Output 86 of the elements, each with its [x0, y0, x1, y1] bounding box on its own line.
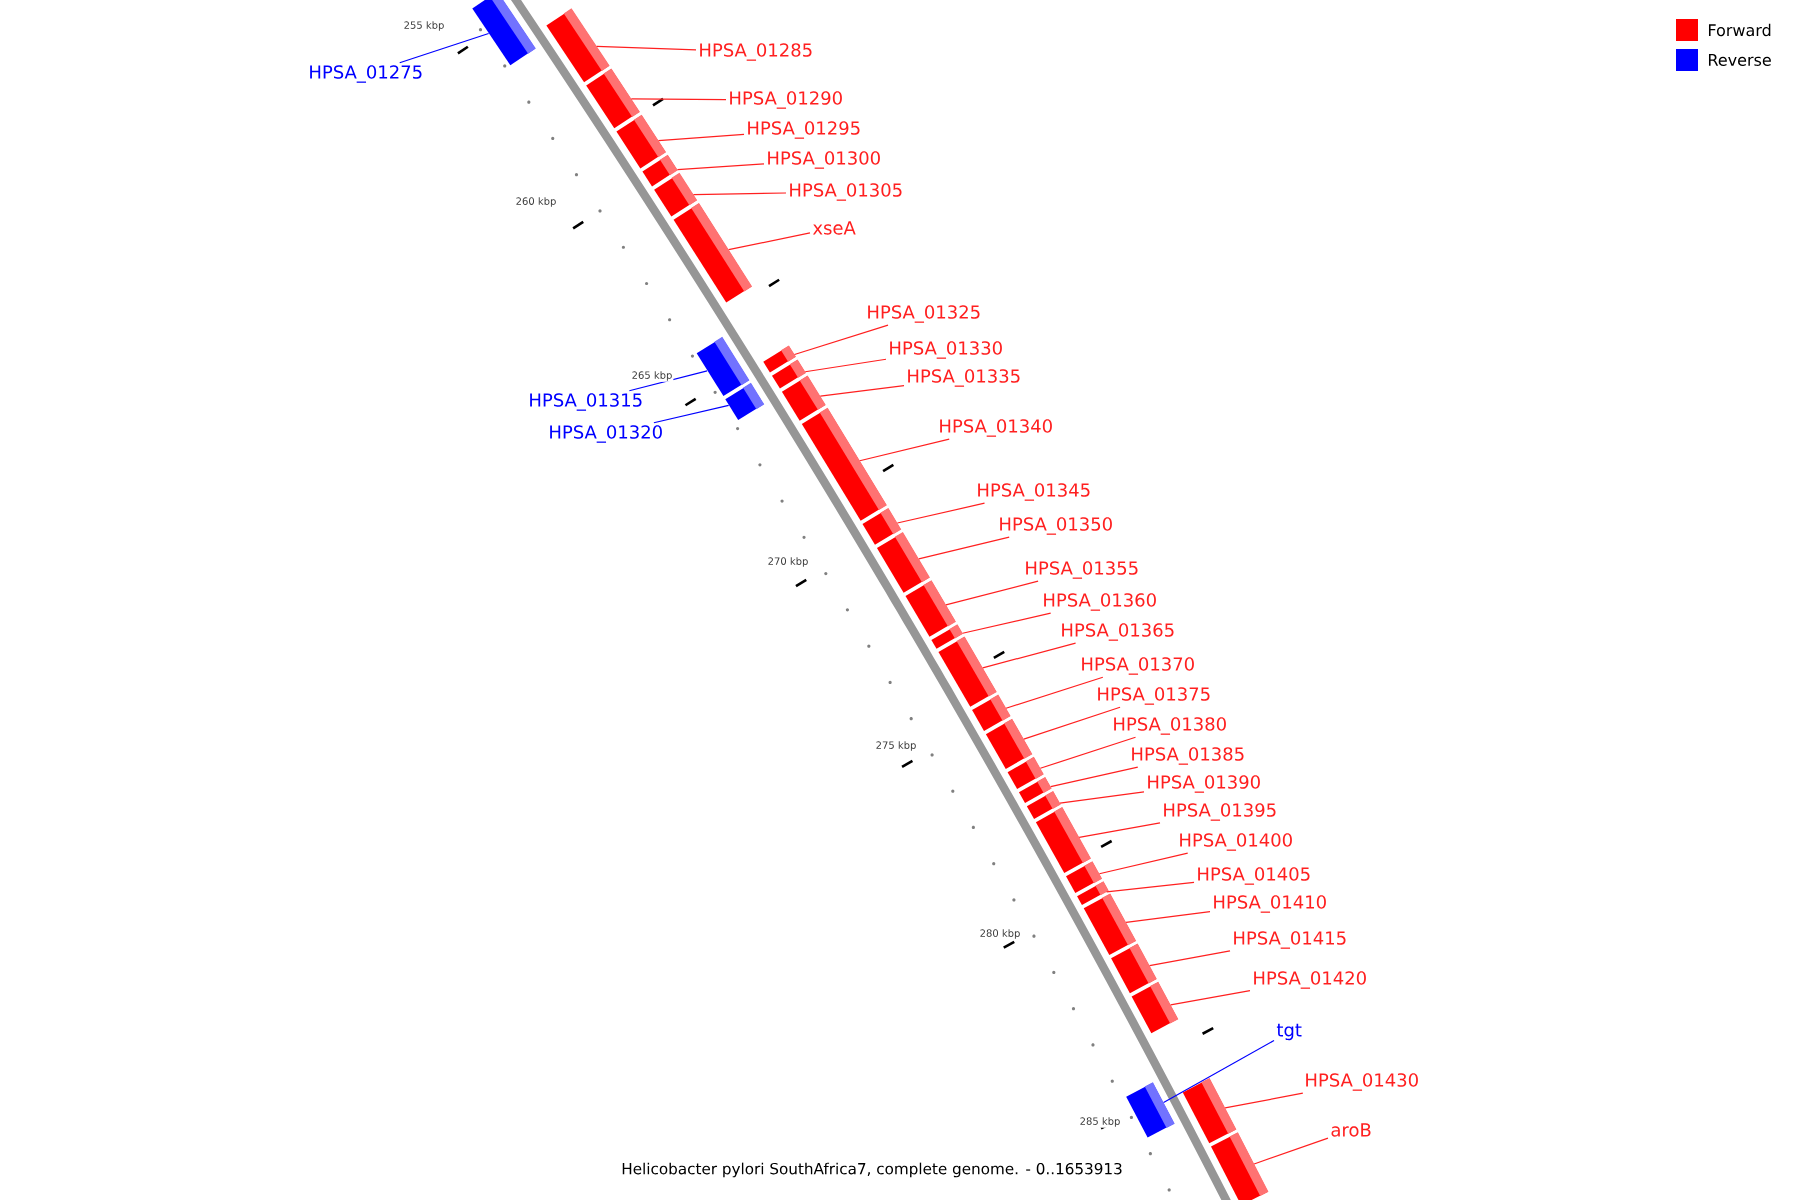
- leader-line: [945, 580, 1039, 606]
- leader-line: [1253, 1137, 1329, 1165]
- leader-line: [1163, 1039, 1275, 1104]
- gene-label: aroB: [1331, 1123, 1371, 1137]
- gene-label: HPSA_01340: [940, 419, 1052, 437]
- leader-line: [1098, 852, 1189, 875]
- gene-label: HPSA_01355: [1026, 561, 1138, 579]
- leader-line: [859, 438, 950, 462]
- gene-label: HPSA_01315: [530, 393, 642, 411]
- legend-label: Reverse: [1709, 54, 1771, 66]
- gene-block: [801, 407, 887, 521]
- leader-line: [1050, 766, 1139, 788]
- gene-label: HPSA_01320: [550, 425, 662, 443]
- gene-label: tgt: [1276, 1023, 1302, 1041]
- leader-line: [1039, 736, 1137, 769]
- gene-block: [616, 114, 667, 169]
- gene-label: HPSA_01390: [1148, 775, 1260, 793]
- leader-line: [657, 133, 745, 142]
- leader-line: [1170, 990, 1251, 1006]
- gene-block: [938, 636, 997, 707]
- gene-block: [725, 382, 765, 420]
- leader-line: [692, 192, 787, 196]
- gene-label: HPSA_01275: [310, 65, 422, 83]
- leader-line: [804, 358, 887, 373]
- gene-block: [1083, 893, 1137, 956]
- gene-label: HPSA_01405: [1198, 867, 1310, 885]
- leader-line: [728, 232, 811, 251]
- gene-block: [905, 580, 956, 637]
- gene-label: xseA: [812, 221, 856, 235]
- gene-block: [546, 8, 610, 83]
- gene-block: [654, 172, 698, 217]
- leader-line: [596, 45, 697, 51]
- gene-label: HPSA_01380: [1114, 717, 1226, 735]
- gene-block: [1182, 1078, 1237, 1144]
- gene-block: [696, 336, 750, 397]
- leader-line: [896, 502, 986, 524]
- gene-label: HPSA_01335: [908, 369, 1020, 387]
- leader-line: [630, 98, 727, 101]
- leader-line: [982, 642, 1077, 669]
- gene-block: [1035, 807, 1091, 874]
- leader-line: [676, 163, 765, 171]
- gene-label: HPSA_01420: [1254, 971, 1366, 989]
- gene-block: [472, 0, 536, 66]
- gene-label: HPSA_01385: [1132, 747, 1244, 765]
- gene-label: HPSA_01375: [1098, 687, 1210, 705]
- gene-label: HPSA_01345: [978, 483, 1090, 501]
- gene-label: HPSA_01290: [730, 91, 842, 109]
- leader-line: [962, 612, 1052, 634]
- gene-block: [1111, 943, 1157, 994]
- gene-label: HPSA_01300: [768, 151, 880, 169]
- gene-block: [1211, 1132, 1269, 1200]
- leader-line: [628, 370, 708, 392]
- leader-line: [1059, 791, 1145, 804]
- gene-block: [1126, 1082, 1175, 1138]
- leader-line: [1106, 881, 1195, 893]
- leader-line: [1125, 911, 1211, 923]
- gene-label: HPSA_01330: [890, 341, 1002, 359]
- gene-label: HPSA_01285: [700, 43, 812, 61]
- gene-block: [972, 694, 1011, 731]
- gene-block: [673, 203, 753, 303]
- gene-label: HPSA_01415: [1234, 931, 1346, 949]
- leader-line: [918, 536, 1010, 560]
- leader-line: [793, 324, 889, 356]
- gene-block: [1131, 981, 1179, 1034]
- gene-label: HPSA_01400: [1180, 833, 1292, 851]
- gene-label: HPSA_01370: [1082, 657, 1194, 675]
- leader-line: [819, 384, 905, 397]
- gene-block: [876, 532, 930, 593]
- leader-line: [1149, 950, 1231, 967]
- gene-label: HPSA_01365: [1062, 623, 1174, 641]
- gene-label: HPSA_01430: [1306, 1073, 1418, 1091]
- leader-line: [1005, 676, 1104, 709]
- gene-label: HPSA_01410: [1214, 895, 1326, 913]
- gene-block: [586, 68, 640, 129]
- gene-label: HPSA_01350: [1000, 517, 1112, 535]
- gene-label: HPSA_01305: [790, 183, 902, 201]
- leader-line: [1224, 1092, 1304, 1109]
- leader-line: [1078, 822, 1161, 839]
- gene-label: HPSA_01295: [748, 121, 860, 139]
- gene-label: HPSA_01325: [868, 305, 980, 323]
- gene-label: HPSA_01360: [1044, 593, 1156, 611]
- leader-line: [653, 404, 730, 424]
- gene-label: HPSA_01395: [1164, 803, 1276, 821]
- leader-line: [399, 32, 490, 64]
- leader-line: [1023, 706, 1121, 740]
- legend-label: Forward: [1709, 23, 1771, 37]
